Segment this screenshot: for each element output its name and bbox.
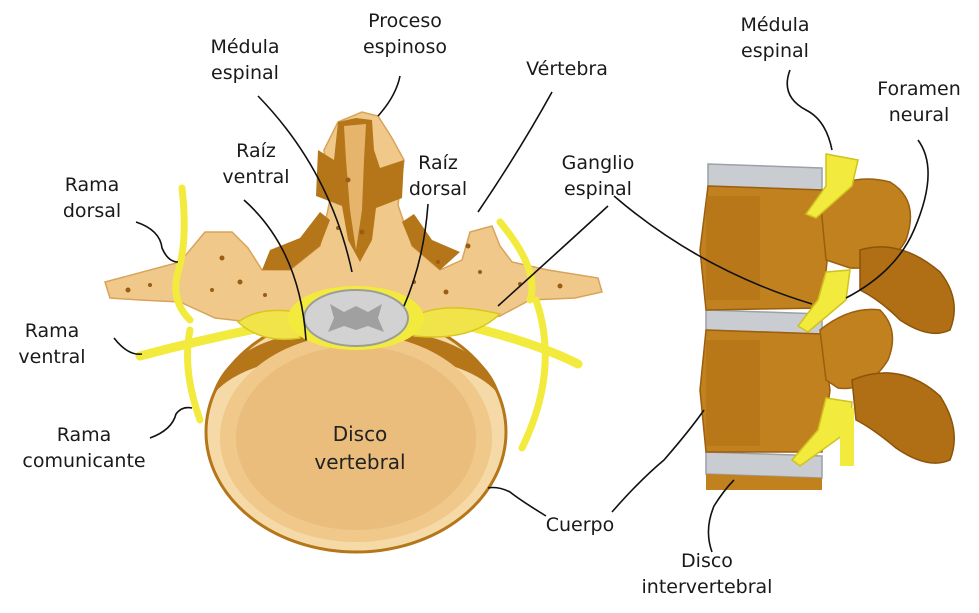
leader-medula-right — [787, 70, 832, 150]
spine-lateral-view — [700, 154, 954, 490]
label-disco-vertebral: Disco vertebral — [300, 420, 420, 476]
rama-comunicante-right-nerve — [522, 300, 545, 448]
label-raiz-ventral: Raíz ventral — [216, 138, 296, 190]
body-shading-middle — [706, 340, 760, 446]
label-foramen-neural: Foramen neural — [866, 76, 972, 128]
label-rama-dorsal: Rama dorsal — [52, 172, 132, 224]
leader-proceso-espinoso — [378, 76, 400, 116]
spinous-process-lower — [852, 373, 954, 463]
label-disco-intervertebral: Disco intervertebral — [632, 548, 782, 600]
label-medula-espinal-right: Médula espinal — [730, 12, 820, 64]
leader-rama-ventral — [114, 338, 142, 354]
leader-vertebra — [478, 92, 552, 212]
label-raiz-dorsal: Raíz dorsal — [398, 150, 478, 202]
label-rama-ventral: Rama ventral — [12, 318, 92, 370]
grey-matter — [328, 304, 384, 332]
rama-ventral-left-nerve — [140, 328, 260, 356]
label-proceso-espinoso: Proceso espinoso — [360, 8, 450, 60]
leader-cuerpo-left — [488, 488, 546, 517]
vertebra-cross-section — [105, 112, 602, 552]
label-rama-comunicante: Rama comunicante — [10, 422, 158, 474]
body-shading-top — [706, 196, 760, 300]
foramen-yellow — [840, 408, 854, 466]
label-cuerpo: Cuerpo — [540, 512, 620, 538]
label-medula-espinal-left: Médula espinal — [200, 34, 290, 86]
leader-cuerpo-right — [612, 410, 704, 512]
label-ganglio-espinal: Ganglio espinal — [548, 150, 648, 202]
label-vertebra: Vértebra — [515, 56, 619, 82]
leader-disco-intervertebral — [708, 480, 734, 552]
leader-rama-dorsal — [136, 222, 178, 262]
